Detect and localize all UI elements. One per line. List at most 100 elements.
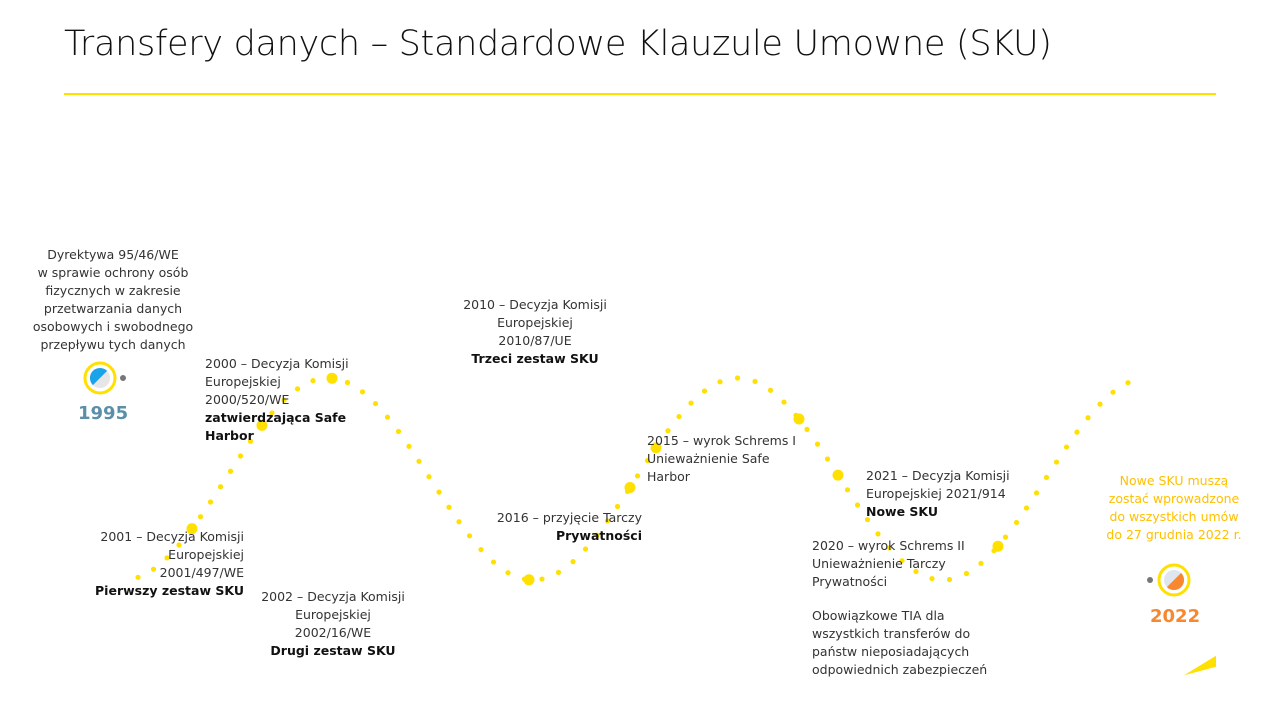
wave-dot: [406, 443, 412, 449]
wave-dot: [875, 531, 881, 537]
event-2015: 2015 – wyrok Schrems I Unieważnienie Safe…: [647, 432, 796, 486]
label-line: Obowiązkowe TIA dla: [812, 608, 945, 623]
wave-dot: [384, 414, 391, 420]
label-line: Europejskiej 2021/914: [866, 486, 1006, 501]
event-1995: Dyrektywa 95/46/WE w sprawie ochrony osób…: [32, 246, 194, 354]
wave-dot: [1023, 505, 1030, 511]
wave-dot: [164, 555, 170, 561]
label-line: Harbor: [205, 428, 254, 443]
label-line: Europejskiej: [295, 607, 371, 622]
wave-dot: [1074, 429, 1080, 435]
label-line: 2021 – Decyzja Komisji: [866, 468, 1010, 483]
wave-dot: [237, 453, 244, 459]
wave-dot: [1063, 444, 1070, 450]
wave-dot: [594, 532, 600, 538]
label-line: Dyrektywa 95/46/WE: [47, 247, 179, 262]
label-line: wszystkich transferów do: [812, 626, 971, 641]
label-line: 2001/497/WE: [159, 565, 244, 580]
wave-dot: [466, 533, 473, 539]
wave-dot: [197, 514, 204, 520]
wave-dot: [135, 574, 141, 580]
label-line: odpowiednich zabezpieczeń: [812, 662, 988, 677]
label-line: Nowe SKU: [866, 504, 939, 519]
label-line: Unieważnienie Tarczy: [812, 556, 946, 571]
label-line: 2010 – Decyzja Komisji: [463, 297, 607, 312]
label-line: Prywatności: [812, 574, 888, 589]
wave-dot: [854, 502, 861, 508]
page-title: Transfery danych – Standardowe Klauzule …: [64, 24, 1052, 64]
wave-dot: [634, 473, 641, 479]
label-line: przepływu tych danych: [40, 337, 186, 352]
event-milestone-dot: [832, 469, 844, 481]
end-half-icon: [1166, 572, 1185, 591]
label-line: w sprawie ochrony osób: [37, 265, 189, 280]
wave-dot: [344, 379, 351, 386]
event-milestone-dot: [650, 442, 662, 454]
event-milestone-dot: [326, 372, 338, 384]
wave-dot: [701, 388, 708, 394]
wave-dot: [899, 558, 905, 564]
wave-dot: [644, 457, 651, 464]
wave-dot: [1110, 389, 1116, 395]
wave-dot: [217, 484, 224, 490]
wave-dot: [426, 474, 432, 480]
title-divider: [64, 93, 1216, 95]
wave-dot: [269, 410, 275, 416]
label-line: 2016 – przyjęcie Tarczy: [496, 510, 642, 525]
wave-dot: [824, 456, 831, 462]
wave-dot: [416, 458, 422, 464]
wave-dot: [963, 570, 970, 577]
label-line: 2000/520/WE: [205, 392, 290, 407]
wave-dot: [886, 545, 893, 551]
label-line: 2015 – wyrok Schrems I: [647, 433, 796, 448]
wave-dot: [946, 576, 953, 583]
wave-dot: [490, 559, 497, 565]
wave-dot: [1053, 459, 1060, 465]
wave-dot: [688, 400, 694, 406]
wave-dot: [227, 468, 234, 474]
label-line: Europejskiej: [205, 374, 281, 389]
wave-dot: [555, 569, 562, 575]
wave-dot: [207, 499, 214, 505]
label-line: 2020 – wyrok Schrems II: [812, 538, 965, 553]
event-milestone-dot: [992, 540, 1004, 552]
wave-dot: [717, 379, 723, 385]
wave-dot: [913, 568, 919, 575]
wave-dot: [281, 397, 287, 403]
wave-dot: [505, 570, 511, 576]
label-line: zostać wprowadzone: [1108, 491, 1240, 506]
label-line: państw nieposiadających: [812, 644, 970, 659]
wave-dot: [767, 387, 774, 393]
wave-dot: [446, 504, 452, 510]
wave-dot: [582, 546, 589, 552]
event-milestone-dot: [256, 419, 268, 431]
start-year: 1995: [78, 403, 129, 424]
wave-dot: [1013, 519, 1020, 526]
wave-dot: [676, 413, 682, 420]
wave-dot: [436, 489, 442, 495]
label-line: osobowych i swobodnego: [32, 319, 194, 334]
label-line: do wszystkich umów: [1109, 509, 1239, 524]
wave-dot: [844, 487, 851, 493]
event-milestone-dot: [523, 574, 535, 586]
wave-dot: [781, 399, 787, 405]
label-line: Drugi zestaw SKU: [270, 643, 396, 658]
label-line: do 27 grudnia 2022 r.: [1106, 527, 1242, 542]
wave-dot: [150, 566, 157, 572]
wave-dot: [1097, 401, 1103, 407]
label-line: Europejskiej: [168, 547, 244, 562]
label-line: 2000 – Decyzja Komisji: [205, 356, 349, 371]
label-line: fizycznych w zakresie: [45, 283, 181, 298]
wave-dot: [1002, 534, 1009, 540]
label-line: 2002/16/WE: [294, 625, 372, 640]
label-line: Unieważnienie Safe: [647, 451, 770, 466]
end-year: 2022: [1150, 606, 1201, 627]
wave-dot: [752, 378, 758, 385]
wave-dot: [665, 428, 671, 434]
wave-dot: [294, 386, 301, 392]
